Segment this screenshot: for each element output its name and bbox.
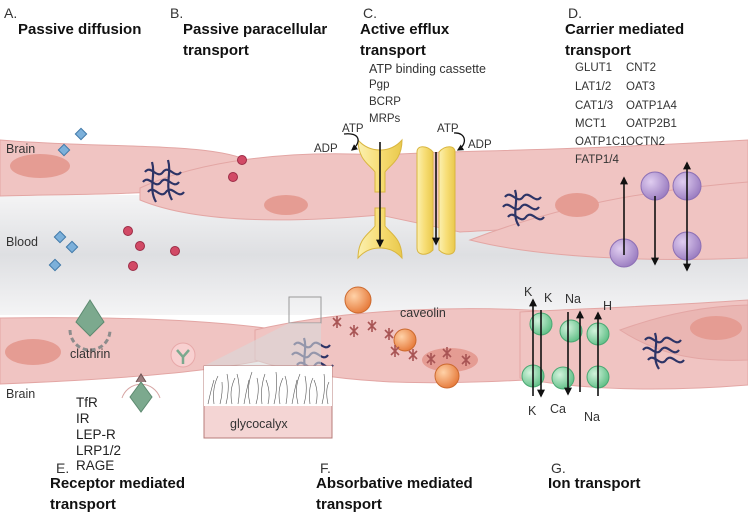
caveolae [332, 286, 471, 389]
panel-c-item: MRPs [369, 113, 401, 125]
panel-c-item: Pgp [369, 79, 390, 91]
panel-f-title-line1: Absorbative mediated [316, 475, 473, 492]
hydrophilic-molecules [123, 155, 247, 271]
panel-c-item: BCRP [369, 96, 401, 108]
nucleus [690, 316, 742, 340]
carrier-item: GLUT1 [575, 62, 613, 74]
tight-junction-c [502, 189, 545, 227]
carrier-transporters [609, 161, 702, 272]
panel-b-title-line1: Passive paracellular [183, 21, 328, 38]
receptor-item: IR [76, 411, 90, 426]
ion-label: Na [584, 410, 600, 424]
ion-label: K [544, 291, 553, 305]
panel-d-title-line1: Carrier mediated [565, 21, 685, 38]
brain-label-bottom: Brain [6, 387, 36, 401]
atp-adp-arrows [343, 132, 465, 151]
lipophilic-molecules [48, 127, 88, 272]
carrier-item: CAT1/3 [575, 100, 614, 112]
ion-label: K [524, 285, 533, 299]
blood-label: Blood [6, 235, 38, 249]
receptor-item: LEP-R [76, 427, 116, 442]
carrier-item: OCTN2 [626, 136, 665, 148]
carrier-item: CNT2 [626, 62, 657, 74]
panel-g-letter: G. [551, 460, 566, 476]
carrier-item: OAT3 [626, 81, 656, 93]
adp-label-left: ADP [314, 143, 338, 155]
panel-f-letter: F. [320, 460, 331, 476]
panel-e-letter: E. [56, 460, 70, 476]
ion-label: Ca [550, 402, 566, 416]
panel-d-title-line2: transport [565, 42, 631, 59]
panel-a-letter: A. [4, 5, 18, 21]
ion-channels [521, 298, 610, 398]
nucleus [10, 154, 70, 178]
ion-label: Na [565, 292, 581, 306]
atp-label-right: ATP [437, 123, 459, 135]
receptor-item: TfR [76, 395, 98, 410]
panel-c-title-line1: Active efflux [360, 21, 450, 38]
caveolin-label: caveolin [400, 306, 446, 320]
panel-e-title-line1: Receptor mediated [50, 475, 186, 492]
nucleus [555, 193, 599, 217]
brain-label-top: Brain [6, 142, 36, 156]
abc-transporter-right [416, 146, 456, 255]
carrier-item: OATP1C1 [575, 136, 627, 148]
receptor-mediated-structures [68, 299, 196, 413]
tight-junction-g [642, 332, 685, 370]
carrier-item: MCT1 [575, 118, 607, 130]
carrier-item: FATP1/4 [575, 154, 619, 166]
tight-junction-b [142, 159, 185, 203]
receptor-item: LRP1/2 [76, 443, 122, 458]
carrier-item: OATP1A4 [626, 100, 677, 112]
abc-transporter-left [357, 138, 403, 260]
adp-label-right: ADP [468, 139, 492, 151]
panel-e-title-line2: transport [50, 496, 116, 513]
carrier-item: LAT1/2 [575, 81, 612, 93]
nucleus [5, 339, 61, 365]
ion-label: K [528, 404, 537, 418]
panel-a-title: Passive diffusion [18, 21, 142, 38]
panel-b-title-line2: transport [183, 42, 249, 59]
nucleus [264, 195, 308, 215]
nucleus [422, 348, 478, 372]
ion-label: H [603, 299, 613, 313]
receptor-item: RAGE [76, 458, 115, 473]
panel-f-title-line2: transport [316, 496, 382, 513]
clathrin-label: clathrin [70, 347, 111, 361]
carrier-item: OATP2B1 [626, 118, 677, 130]
glycocalyx-label: glycocalyx [230, 417, 288, 431]
panel-b-letter: B. [170, 5, 184, 21]
panel-c-subtitle: ATP binding cassette [369, 62, 486, 76]
panel-g-title: Ion transport [548, 475, 641, 492]
panel-d-letter: D. [568, 5, 582, 21]
panel-c-letter: C. [363, 5, 377, 21]
glycocalyx-inset [203, 296, 333, 439]
panel-c-title-line2: transport [360, 42, 426, 59]
atp-label-left: ATP [342, 123, 364, 135]
